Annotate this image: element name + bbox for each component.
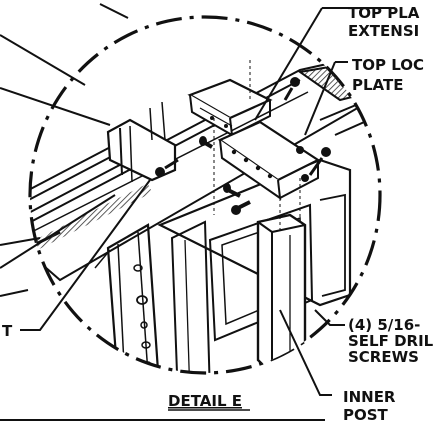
panel-frame [157, 158, 352, 373]
detail-title: DETAIL E [168, 392, 242, 410]
assembly-view [30, 58, 380, 373]
upper-left-rail [30, 141, 121, 216]
label-top-lock-plate-line2: PLATE [352, 76, 403, 94]
screws [155, 77, 331, 215]
top-plate-extension [187, 78, 273, 137]
callout-labels: TOP PLA EXTENSI TOP LOC PLATE (4) 5/16- … [2, 4, 434, 424]
label-screws-line1: (4) 5/16- [348, 316, 420, 334]
label-left-t: T [2, 322, 13, 340]
top-lock-plate [217, 120, 321, 201]
label-screws-line3: SCREWS [348, 348, 419, 366]
leader-lines [0, 3, 395, 396]
assembly-lines [213, 60, 301, 230]
label-top-lock-plate-line1: TOP LOC [352, 56, 424, 74]
outer-post [94, 223, 162, 373]
detail-circle [28, 15, 382, 375]
label-top-plate-extension-line1: TOP PLA [348, 4, 420, 22]
label-inner-post-line1: INNER [343, 388, 396, 406]
label-screws-line2: SELF DRIL [348, 332, 434, 350]
label-top-plate-extension-line2: EXTENSI [348, 22, 419, 40]
label-inner-post-line2: POST [343, 406, 389, 423]
left-bracket [106, 101, 177, 183]
